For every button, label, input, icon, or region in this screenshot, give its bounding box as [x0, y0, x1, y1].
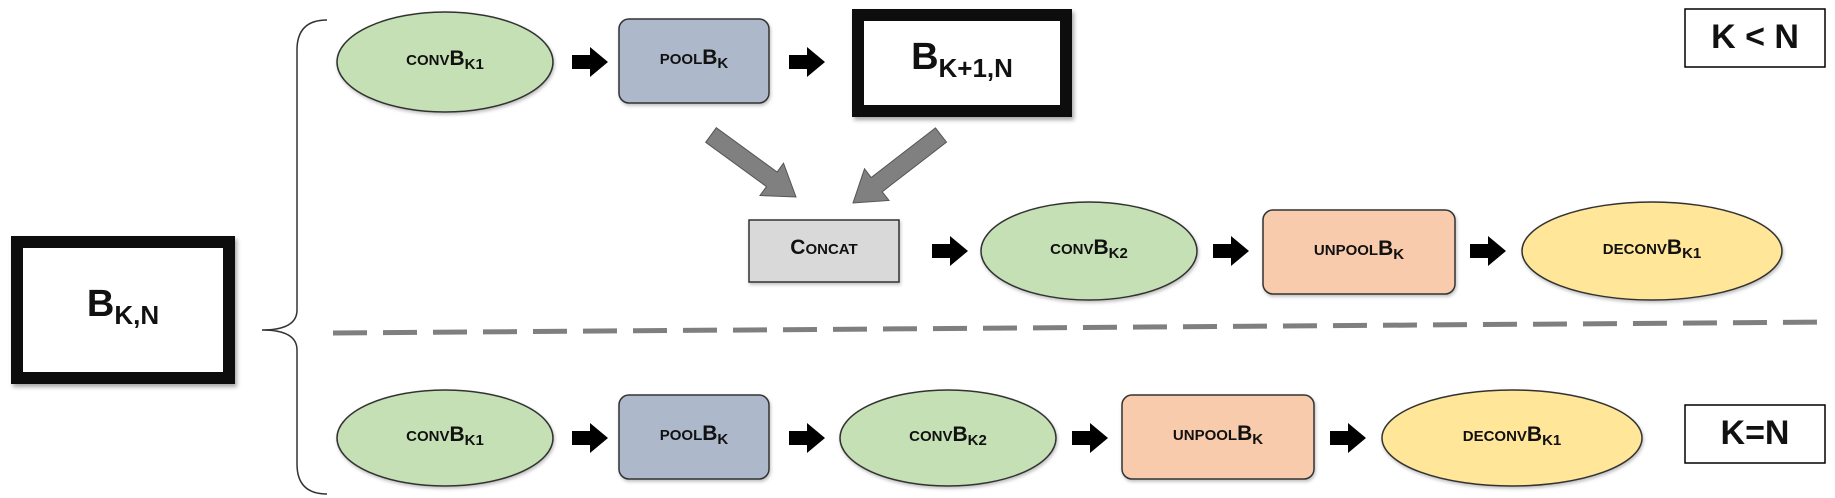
- k-lt-n-unpool-node: unpoolBK: [1262, 209, 1456, 295]
- k-lt-n-concat-node: Concat: [748, 219, 900, 283]
- k-eq-n-pool-shape: [618, 394, 770, 480]
- concat-input-arrow-icon-1: [705, 127, 797, 198]
- k-lt-n-next-block-label: BK+1,N: [911, 36, 1013, 83]
- k-eq-n-unpool-shape: [1121, 394, 1315, 480]
- k-lt-n-deconv-label: deconvBK1: [1603, 236, 1702, 262]
- concat-input-arrow-icon-2: [852, 127, 948, 204]
- k-lt-n-deconv-node: deconvBK1: [1521, 201, 1783, 301]
- k-eq-n-unpool-label: unpoolBK: [1173, 422, 1263, 448]
- k-eq-n-conv2-label: convBK2: [909, 423, 987, 449]
- k-lt-n-row1-arrow-icon-1: [572, 47, 608, 77]
- k-eq-n-arrow-icon-1: [572, 423, 608, 453]
- condition-k-less-than-n: K < N: [1684, 8, 1826, 68]
- k-eq-n-arrow-icon-4: [1330, 423, 1366, 453]
- k-eq-n-deconv-label: deconvBK1: [1463, 423, 1562, 449]
- k-lt-n-row2-arrow-icon-3: [1470, 236, 1506, 266]
- k-lt-n-conv2-shape: [980, 201, 1198, 301]
- k-eq-n-pool-node: poolBK: [618, 394, 770, 480]
- k-eq-n-conv2-node: convBK2: [839, 389, 1057, 487]
- k-eq-n-pool-label: poolBK: [660, 422, 729, 448]
- k-eq-n-conv1-label: convBK1: [406, 423, 484, 449]
- k-lt-n-conv2-node: convBK2: [980, 201, 1198, 301]
- k-eq-n-conv1-node: convBK1: [336, 389, 554, 487]
- k-lt-n-row1-arrow-icon-2: [789, 47, 825, 77]
- k-eq-n-arrow-icon-3: [1072, 423, 1108, 453]
- k-eq-n-conv2-shape: [839, 389, 1057, 487]
- condition-k-equals-n-box: [1684, 404, 1826, 464]
- k-lt-n-next-block-node: BK+1,N: [852, 9, 1072, 117]
- k-lt-n-next-block-shape: [852, 9, 1072, 117]
- k-lt-n-deconv-shape: [1521, 201, 1783, 301]
- k-lt-n-row2-arrow-icon-1: [932, 236, 968, 266]
- case-separator-dashed-line: [332, 319, 1833, 336]
- k-lt-n-unpool-label: unpoolBK: [1314, 237, 1404, 263]
- k-lt-n-concat-shape: [748, 219, 900, 283]
- condition-k-equals-n: K=N: [1684, 404, 1826, 464]
- k-eq-n-deconv-node: deconvBK1: [1381, 389, 1643, 487]
- condition-k-less-than-n-label: K < N: [1711, 18, 1799, 56]
- root-block-label: BK,N: [87, 283, 159, 330]
- k-lt-n-concat-label: Concat: [790, 236, 857, 259]
- k-eq-n-arrow-icon-2: [789, 423, 825, 453]
- condition-k-equals-n-label: K=N: [1721, 414, 1790, 452]
- case-brace: [261, 19, 328, 495]
- k-lt-n-pool-label: poolBK: [660, 46, 729, 72]
- k-eq-n-unpool-node: unpoolBK: [1121, 394, 1315, 480]
- k-lt-n-conv2-label: convBK2: [1050, 236, 1128, 262]
- k-lt-n-pool-node: poolBK: [618, 18, 770, 104]
- k-lt-n-conv1-node: convBK1: [336, 11, 554, 113]
- k-eq-n-deconv-shape: [1381, 389, 1643, 487]
- k-lt-n-unpool-shape: [1262, 209, 1456, 295]
- k-lt-n-conv1-shape: [336, 11, 554, 113]
- root-block-node: BK,N: [11, 236, 235, 384]
- k-eq-n-conv1-shape: [336, 389, 554, 487]
- k-lt-n-pool-shape: [618, 18, 770, 104]
- root-block-shape: [11, 236, 235, 384]
- k-lt-n-conv1-label: convBK1: [406, 47, 484, 73]
- k-lt-n-row2-arrow-icon-2: [1213, 236, 1249, 266]
- condition-k-less-than-n-box: [1684, 8, 1826, 68]
